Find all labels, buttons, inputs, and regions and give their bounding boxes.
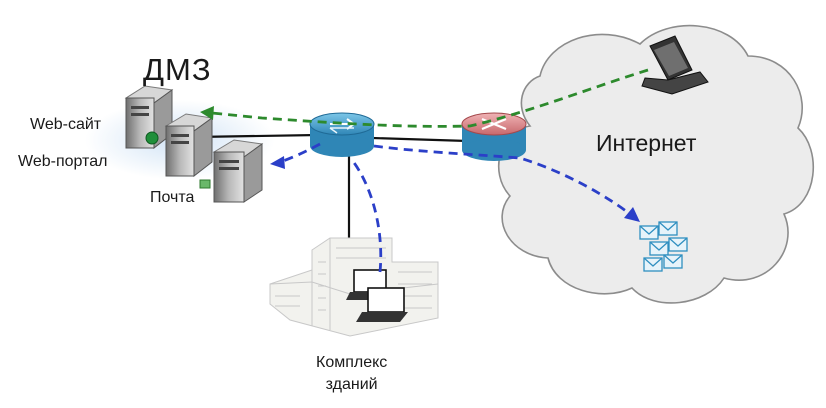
blue-flow-arrowhead-internet	[624, 207, 640, 222]
dmz-label: ДМЗ	[143, 52, 212, 87]
web-portal-label: Web-портал	[18, 153, 108, 170]
blue-traffic-flow-building	[350, 159, 383, 273]
server-mail-icon	[199, 139, 264, 203]
router-icon	[461, 112, 527, 161]
web-site-label: Web-сайт	[30, 116, 102, 133]
green-flow-arrowhead	[200, 106, 214, 120]
email-envelopes-icon	[639, 221, 688, 272]
green-traffic-flow	[211, 68, 649, 128]
network-switch-icon	[309, 112, 375, 157]
server-web-site-icon	[124, 85, 174, 150]
internet-cloud	[497, 24, 815, 304]
link-switch-router	[371, 136, 469, 143]
buildings-label-line1: Комплекс	[316, 354, 388, 371]
buildings-label-line2: зданий	[325, 375, 378, 393]
laptop-icon	[641, 35, 709, 95]
mail-label: Почта	[150, 189, 195, 206]
workstation-laptops-icon	[346, 269, 408, 322]
internet-label: Интернет	[596, 130, 697, 156]
buildings-label: Комплекс зданий	[316, 352, 387, 395]
link-dmz-switch	[194, 133, 319, 139]
server-web-portal-icon	[164, 113, 214, 178]
blue-flow-arrowhead-dmz	[270, 156, 285, 169]
blue-traffic-flow-dmz	[279, 142, 321, 164]
